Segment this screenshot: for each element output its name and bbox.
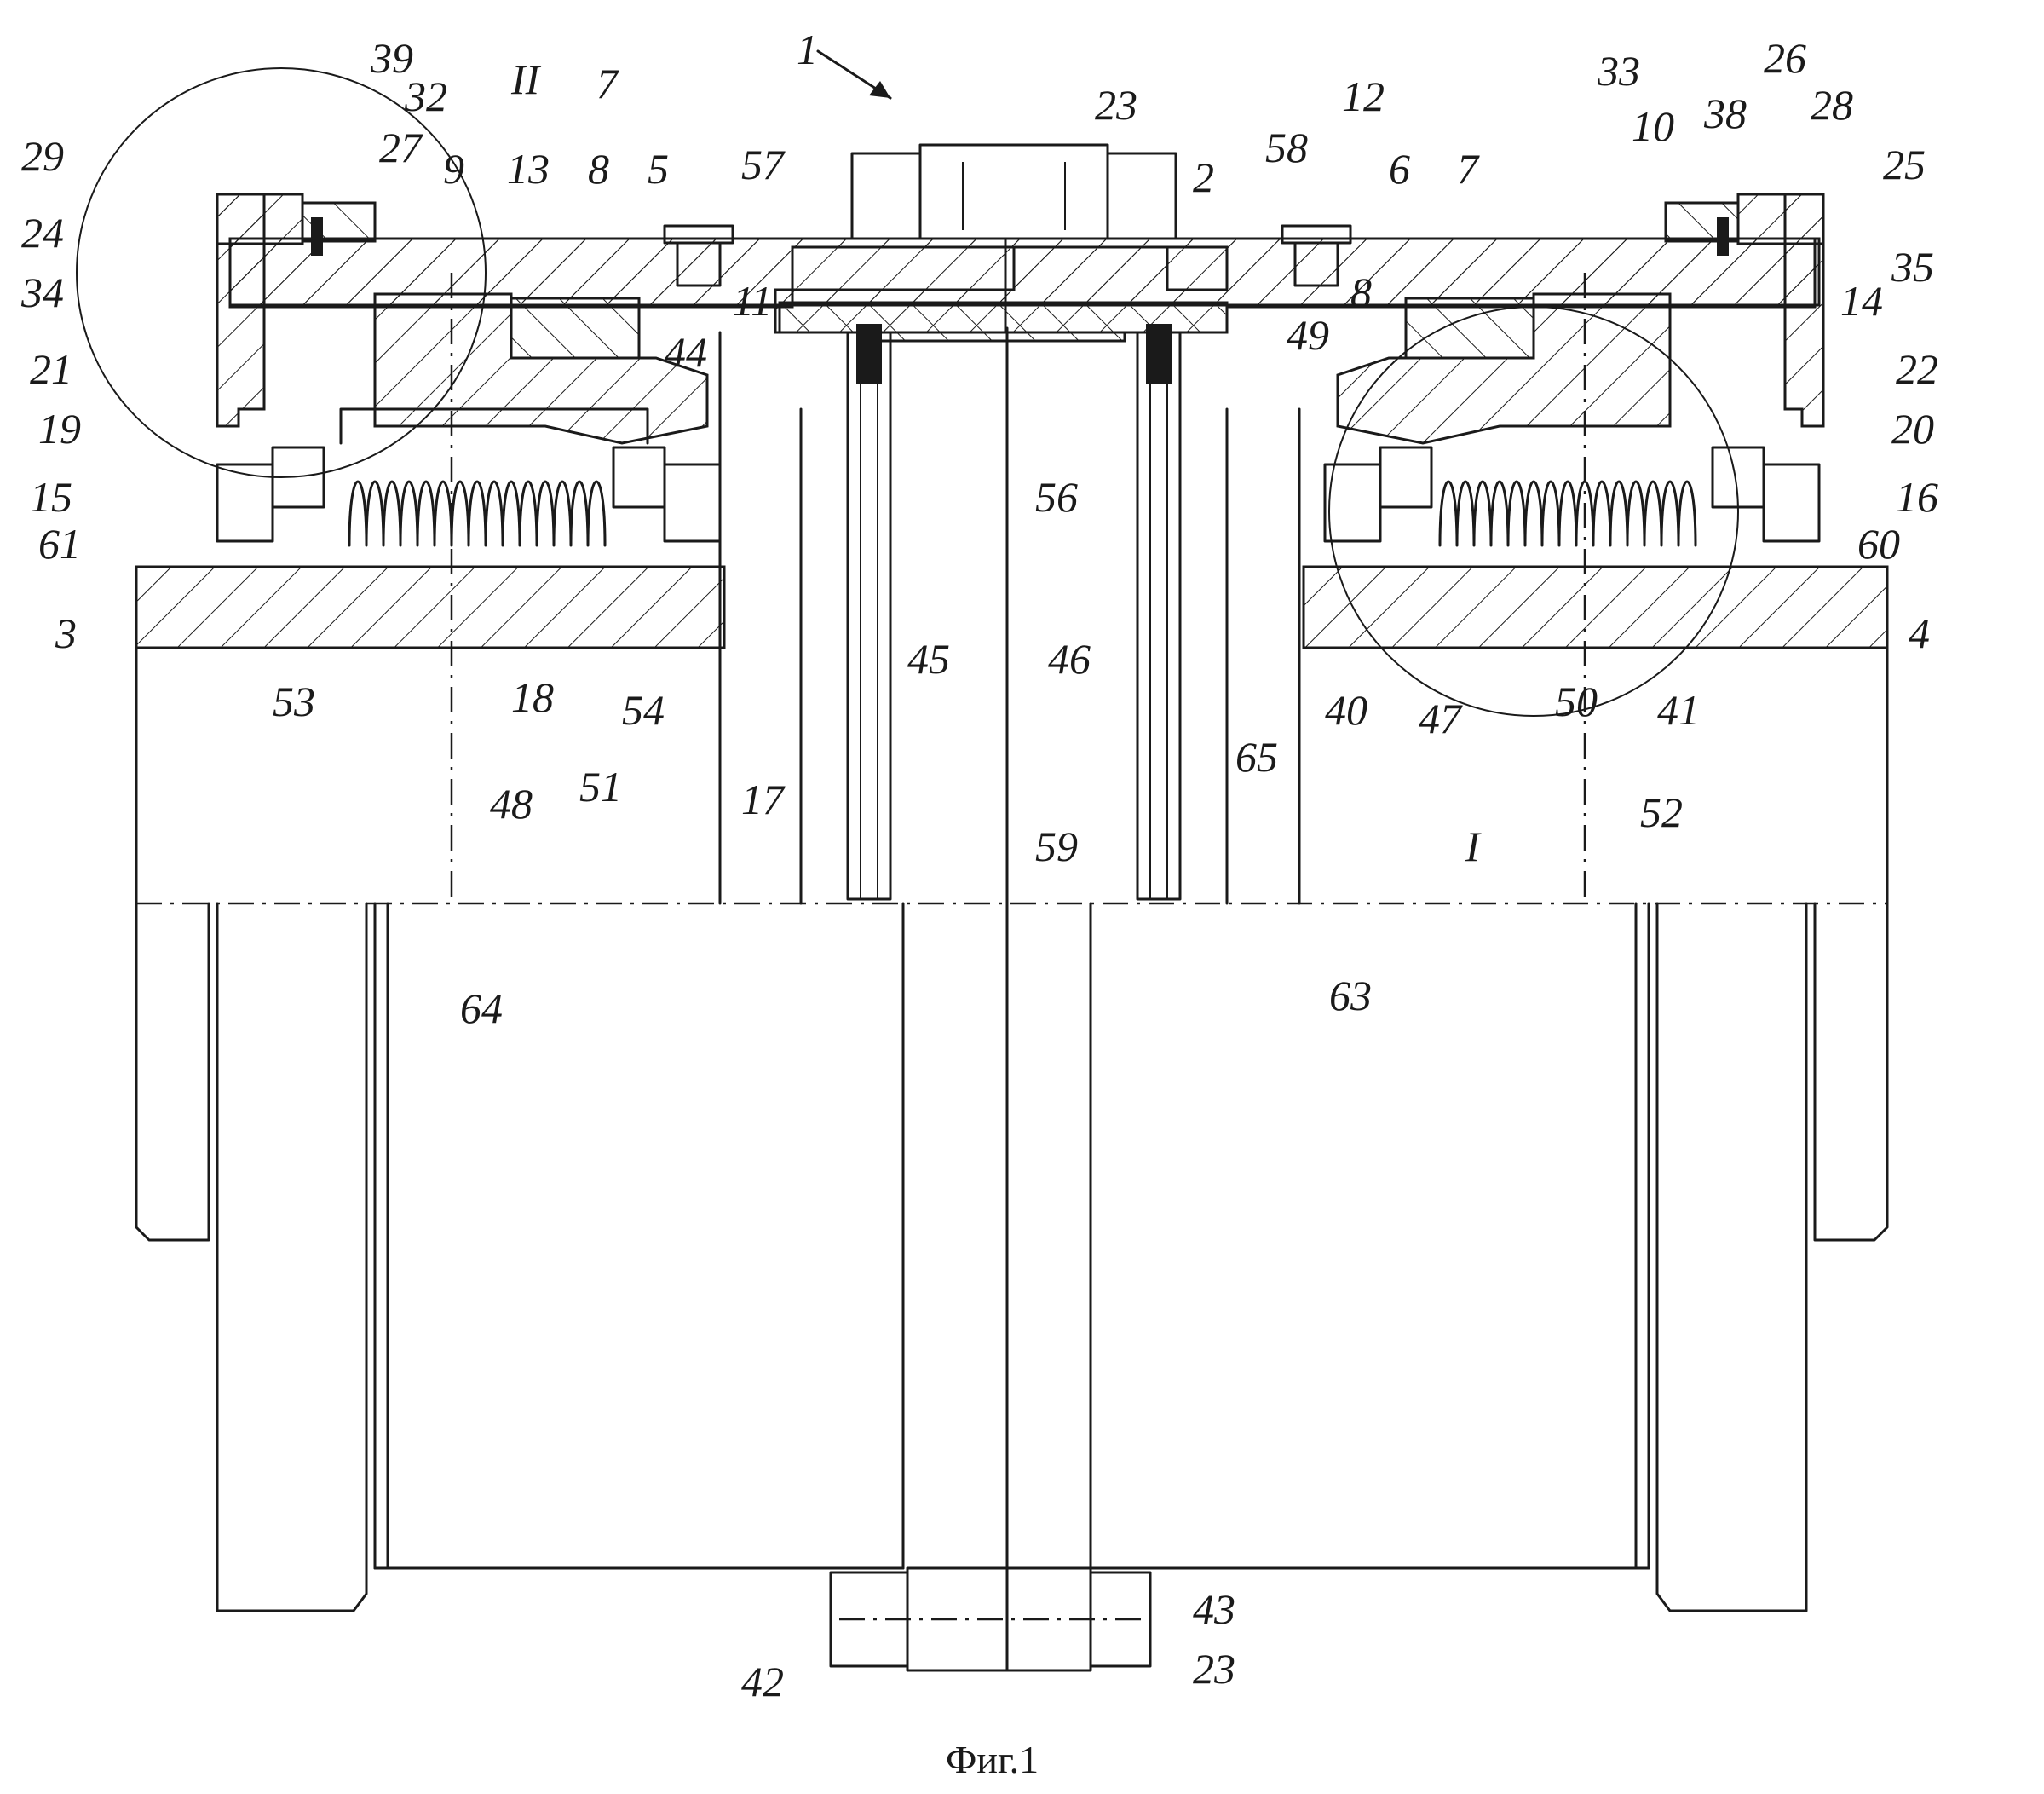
ref-52: 52 (1640, 788, 1683, 836)
ref-48: 48 (490, 780, 533, 828)
ref-20: 20 (1891, 405, 1934, 453)
right-end-plate (1666, 194, 1823, 426)
ref-23-top: 23 (1095, 81, 1137, 129)
ref-57: 57 (741, 141, 786, 188)
ref-53: 53 (273, 678, 315, 725)
ref-58: 58 (1265, 124, 1308, 171)
ref-60: 60 (1857, 520, 1900, 568)
ref-63: 63 (1329, 972, 1372, 1019)
ref-9: 9 (443, 145, 464, 193)
ref-50: 50 (1555, 678, 1598, 725)
ref-2: 2 (1193, 153, 1214, 201)
ref-32: 32 (404, 72, 447, 120)
ref-49: 49 (1287, 311, 1329, 359)
left-end-plate (217, 194, 375, 426)
ref-19: 19 (38, 405, 81, 453)
ref-18: 18 (511, 673, 554, 721)
figure-caption: Фиг.1 (946, 1738, 1039, 1781)
ref-64: 64 (460, 984, 503, 1032)
ref-28: 28 (1811, 81, 1853, 129)
ref-13: 13 (507, 145, 550, 193)
right-flange-4 (1304, 567, 1887, 648)
ref-42: 42 (741, 1658, 784, 1705)
ref-43: 43 (1193, 1585, 1235, 1633)
ref-14: 14 (1840, 277, 1883, 325)
bottom-bolt (831, 1568, 1150, 1670)
ref-27: 27 (379, 124, 423, 171)
ref-26: 26 (1764, 34, 1806, 82)
ref-24: 24 (21, 209, 64, 257)
ref-54: 54 (622, 686, 665, 734)
ref-5: 5 (648, 145, 669, 193)
ref-33: 33 (1597, 47, 1640, 95)
ref-40: 40 (1325, 686, 1367, 734)
arrow-1 (818, 51, 890, 98)
ref-23-bottom: 23 (1193, 1645, 1235, 1693)
ref-7-right: 7 (1457, 145, 1480, 193)
ref-35: 35 (1891, 243, 1934, 291)
ref-59: 59 (1035, 822, 1078, 870)
seal-left (311, 217, 323, 256)
ref-II: II (510, 55, 542, 103)
top-bolt-23 (852, 145, 1176, 239)
ref-61: 61 (38, 520, 81, 568)
ref-38: 38 (1703, 89, 1747, 137)
ref-11: 11 (733, 277, 772, 325)
ref-4: 4 (1909, 609, 1930, 657)
ref-3: 3 (55, 609, 77, 657)
seal-right (1717, 217, 1729, 256)
ref-56: 56 (1035, 473, 1078, 521)
ref-65: 65 (1235, 733, 1278, 781)
ref-34: 34 (20, 268, 64, 316)
ref-15: 15 (30, 473, 72, 521)
ref-8-left: 8 (588, 145, 609, 193)
left-flange-3 (136, 567, 724, 648)
ref-29: 29 (21, 132, 64, 180)
ref-41: 41 (1657, 686, 1700, 734)
ref-6: 6 (1389, 145, 1410, 193)
ref-I: I (1465, 822, 1482, 870)
ref-25: 25 (1883, 141, 1926, 188)
lower-body-right (1091, 648, 1887, 1611)
right-bellows (1325, 447, 1819, 545)
ref-22: 22 (1896, 345, 1938, 393)
ref-7-left: 7 (596, 60, 619, 107)
ref-12: 12 (1342, 72, 1385, 120)
ref-16: 16 (1896, 473, 1938, 521)
ref-17: 17 (741, 776, 786, 823)
ref-1: 1 (797, 26, 818, 73)
left-inner-ring (375, 294, 707, 443)
left-pin-sleeve (848, 324, 890, 899)
ref-8-right: 8 (1350, 268, 1372, 316)
ref-21: 21 (30, 345, 72, 393)
ref-45: 45 (907, 635, 950, 683)
right-pin-sleeve (1137, 324, 1180, 899)
ref-10: 10 (1632, 102, 1674, 150)
ref-51: 51 (579, 763, 622, 810)
ref-44: 44 (665, 328, 707, 376)
ref-46: 46 (1048, 635, 1091, 683)
ref-47: 47 (1419, 695, 1463, 742)
